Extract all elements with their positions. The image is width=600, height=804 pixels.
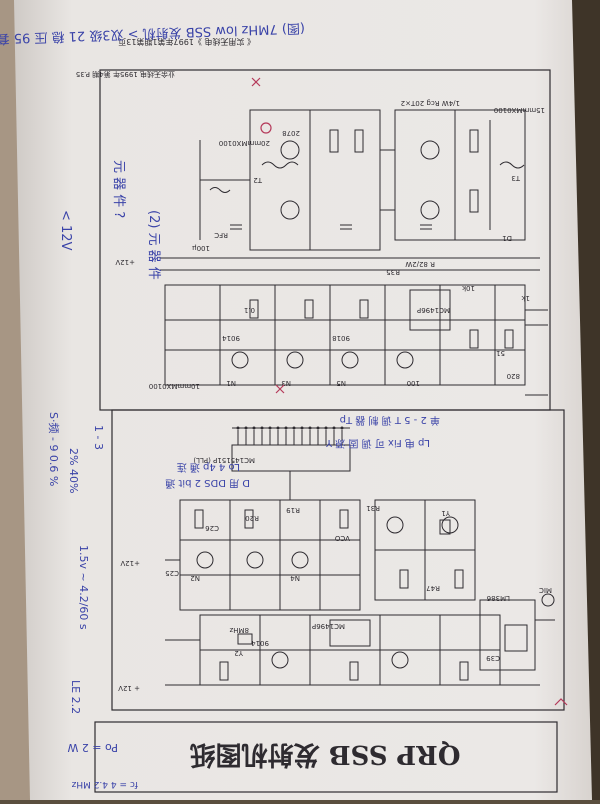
label-t3: T3 [511, 174, 521, 182]
upper-wiring [160, 109, 548, 396]
note-2: Lo 4 4p 通 连 [177, 461, 240, 474]
lower-wiring [165, 471, 555, 686]
label-plus12v-mid: +12V [120, 559, 140, 567]
label-c26: C26 [205, 524, 219, 532]
label-ic-mixer: MC1496P [417, 306, 450, 314]
page-title: QRP SSB 发射机图纸 [190, 739, 461, 770]
note-3: Lp 电 Fix 可 调 固 源 Y [325, 437, 430, 450]
right-note-2: 元 器 件 ? [111, 160, 126, 218]
label-rfc: RFC [214, 231, 228, 239]
label-coax: 1/4W Rcg 20T×2 [401, 99, 460, 107]
left-note-power-1: 1.5v ~ 4.2/60 s [77, 545, 90, 630]
label-q9014-a: 9014 [222, 334, 240, 342]
label-q9014-b: 9014 [251, 639, 269, 647]
pll-chip-pin-dots [236, 426, 344, 430]
lower-schematic-frame [111, 409, 565, 711]
label-r20: R20 [245, 514, 259, 522]
note-1: D 用 DDS 2 bit 通 [165, 477, 250, 489]
handwritten-freq-note: fc = 4 4.2 MHz [71, 779, 138, 789]
label-r31: R31 [366, 504, 380, 512]
label-c25: C25 [165, 569, 179, 577]
label-n2: N2 [190, 574, 200, 582]
label-y2: Y2 [234, 649, 244, 657]
label-r35: R35 [386, 268, 400, 276]
note-4: 单 2 - 5 T 调 制 器 Tp [340, 414, 440, 427]
label-r100: 100 [407, 379, 420, 387]
label-d1: D1 [502, 234, 512, 242]
label-mic: MIC [539, 586, 552, 594]
lower-components [194, 509, 555, 681]
handwritten-left-margin: S·频 - 9 0.6 % 2% 40% 1 - 3 1.5v ~ 4.2/60… [47, 412, 105, 714]
left-note-power-2: LE 2.2 [69, 680, 82, 714]
upper-components [209, 129, 525, 369]
caption-top2: 业余无线电 1995年 第4期 P.35 [76, 70, 175, 79]
handwritten-notes: D 用 DDS 2 bit 通 Lo 4 4p 通 连 Lp 电 Fix 可 调… [165, 414, 440, 489]
label-q9018: 9018 [332, 334, 350, 342]
label-cores: 10mmMX0100 [149, 382, 200, 390]
caption-top: 《 实用无线电 》1997年第1期第13页 [118, 37, 255, 47]
label-q2078: 2078 [282, 129, 300, 137]
label-y1: Y1 [441, 509, 451, 517]
label-n5: N5 [336, 379, 346, 387]
lower-labels: MC145151P (PLL) MC1496P LM386 MIC +12V +… [118, 456, 552, 692]
handwritten-right-margin: (2) 元 器 件 元 器 件 ? < 12V [58, 160, 161, 280]
label-plus12v-bot: + 12V [118, 684, 140, 692]
left-note-2: 2% 40% [67, 448, 80, 493]
handwritten-power-output: Po = 2 W [67, 741, 118, 754]
label-r19: R19 [286, 506, 300, 514]
red-pen-marks [251, 77, 568, 706]
paper-sheet [14, 0, 592, 800]
label-r82: R 82/2W [405, 260, 435, 268]
label-r47: R47 [426, 584, 440, 592]
label-n4: N4 [290, 574, 300, 582]
label-cores3: 15mmMX0100 [494, 106, 545, 114]
label-r1k: 1k [521, 294, 530, 302]
left-note-3: 1 - 3 [92, 425, 105, 450]
right-note-3: < 12V [58, 210, 73, 251]
label-r10k: 10k [461, 284, 475, 292]
label-plus12v-top: +12V [115, 258, 135, 266]
label-r820: 820 [507, 372, 520, 380]
left-note-1: S·频 - 9 0.6 % [47, 412, 61, 486]
label-ic-pll: MC145151P (PLL) [193, 456, 255, 464]
right-note-1: (2) 元 器 件 [146, 210, 161, 280]
label-cores2: 20mmMX0100 [219, 139, 270, 147]
pll-chip [231, 427, 351, 472]
label-ic-audio: LM386 [486, 594, 510, 602]
label-vco: VCO [334, 534, 350, 542]
title-banner [94, 721, 558, 793]
label-t2: T2 [253, 176, 263, 184]
label-r51: 51 [496, 349, 505, 357]
label-c01: 0.1 [244, 306, 255, 314]
label-c100u: 100μ [192, 244, 210, 252]
label-c39: C39 [486, 654, 500, 662]
label-xtal: 8MHz [229, 626, 249, 634]
label-n1: N1 [226, 379, 236, 387]
label-n3: N3 [281, 379, 291, 387]
label-ic-mod: MC1496P [312, 622, 345, 630]
upper-labels: +12V RFC T2 T3 D1 2078 1/4W Rcg 20T×2 20… [115, 99, 545, 390]
